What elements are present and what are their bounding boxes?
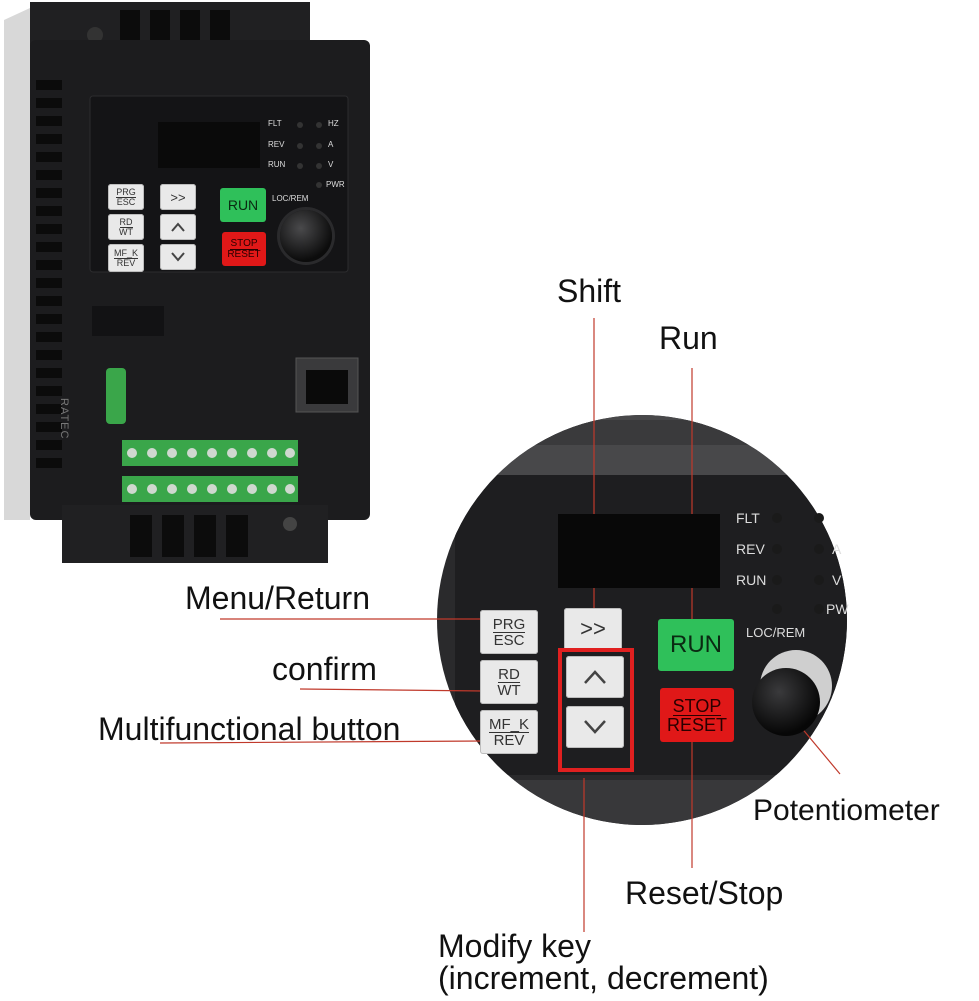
zoom-led [772,544,782,554]
device-led [316,143,322,149]
device-run-key[interactable]: RUN [220,188,266,222]
zoom-led [772,604,782,614]
callout-potentiometer: Potentiometer [753,794,940,827]
callout-confirm: confirm [272,651,377,687]
zoom-loc-rem-label: LOC/REM [746,625,806,640]
zoom-run-key[interactable]: RUN [658,619,734,671]
device-rd-wt-key[interactable]: RD WT [108,214,144,240]
zoom-edge-label-v: V [832,572,842,588]
zoom-stop-label: STOP [672,695,722,716]
device-led [297,163,303,169]
device-prg-esc-key[interactable]: PRG ESC [108,184,144,210]
chevron-down-icon [171,252,185,262]
zoom-led [814,513,824,523]
modify-key-highlight-box [558,648,634,772]
zoom-potentiometer-knob[interactable] [752,668,820,736]
zoom-display [558,514,720,588]
device-led-label-flt: FLT [268,119,282,128]
device-prg-label: PRG [116,186,136,198]
device-shift-key[interactable]: >> [160,184,196,210]
callout-menu-return: Menu/Return [185,580,370,616]
chevron-up-icon [584,670,606,684]
zoom-rev-label: REV [493,731,525,749]
device-led-label-v: V [328,160,334,169]
zoom-wt-label: WT [497,681,521,699]
chevron-down-icon [584,720,606,734]
callout-run: Run [659,320,718,356]
zoom-prg-esc-key[interactable]: PRG ESC [480,610,538,654]
zoom-led-label-rev: REV [736,541,765,557]
device-led-label-run: RUN [268,160,286,169]
device-wt-label: WT [119,226,133,237]
device-led-label-a: A [328,140,334,149]
zoom-led [814,604,824,614]
zoom-shift-key[interactable]: >> [564,608,622,650]
zoom-stop-reset-key[interactable]: STOP RESET [660,688,734,742]
device-led-label-rev: REV [268,140,285,149]
device-mf-rev-key[interactable]: MF_K REV [108,244,144,272]
device-up-key[interactable] [160,214,196,240]
zoom-mf-rev-key[interactable]: MF_K REV [480,710,538,754]
zoom-mf-label: MF_K [488,715,529,733]
device-display [158,122,260,168]
zoom-led-label-flt: FLT [736,510,760,526]
zoom-led [814,575,824,585]
zoom-reset-label: RESET [666,714,727,735]
device-led [316,163,322,169]
zoom-down-key[interactable] [566,706,624,748]
device-led-label-pwr: PWR [326,180,345,189]
zoom-edge-label-a: A [832,541,842,557]
callout-reset-stop: Reset/Stop [625,875,784,911]
zoom-led-label-run: RUN [736,572,767,588]
zoom-esc-label: ESC [493,631,525,649]
device-potentiometer-knob[interactable] [280,210,332,262]
device-stop-reset-key[interactable]: STOP RESET [222,232,266,266]
callout-multifunctional: Multifunctional button [98,711,401,747]
zoom-rd-label: RD [498,665,520,683]
device-mf-label: MF_K [113,247,138,259]
zoom-led [814,544,824,554]
zoom-rd-wt-key[interactable]: RD WT [480,660,538,704]
inverter-housing [4,2,370,563]
device-loc-rem-label: LOC/REM [272,194,309,203]
callout-shift: Shift [557,273,622,309]
callout-modify-key-line1: Modify key [438,928,591,964]
device-reset-label: RESET [227,248,261,260]
zoom-prg-label: PRG [492,615,526,633]
device-rev-label: REV [116,257,136,268]
device-rd-label: RD [119,216,133,228]
zoom-edge-label-pw: PW [826,601,849,617]
chevron-up-icon [171,222,185,232]
device-led [297,122,303,128]
device-led [297,143,303,149]
zoom-led [772,513,782,523]
callout-modify-key-line2: (increment, decrement) [438,960,769,996]
device-esc-label: ESC [116,196,136,207]
device-down-key[interactable] [160,244,196,270]
device-led-label-hz: HZ [328,119,339,128]
zoom-up-key[interactable] [566,656,624,698]
device-led [316,122,322,128]
zoom-led [772,575,782,585]
device-stop-label: STOP [230,237,258,250]
device-led [316,182,322,188]
